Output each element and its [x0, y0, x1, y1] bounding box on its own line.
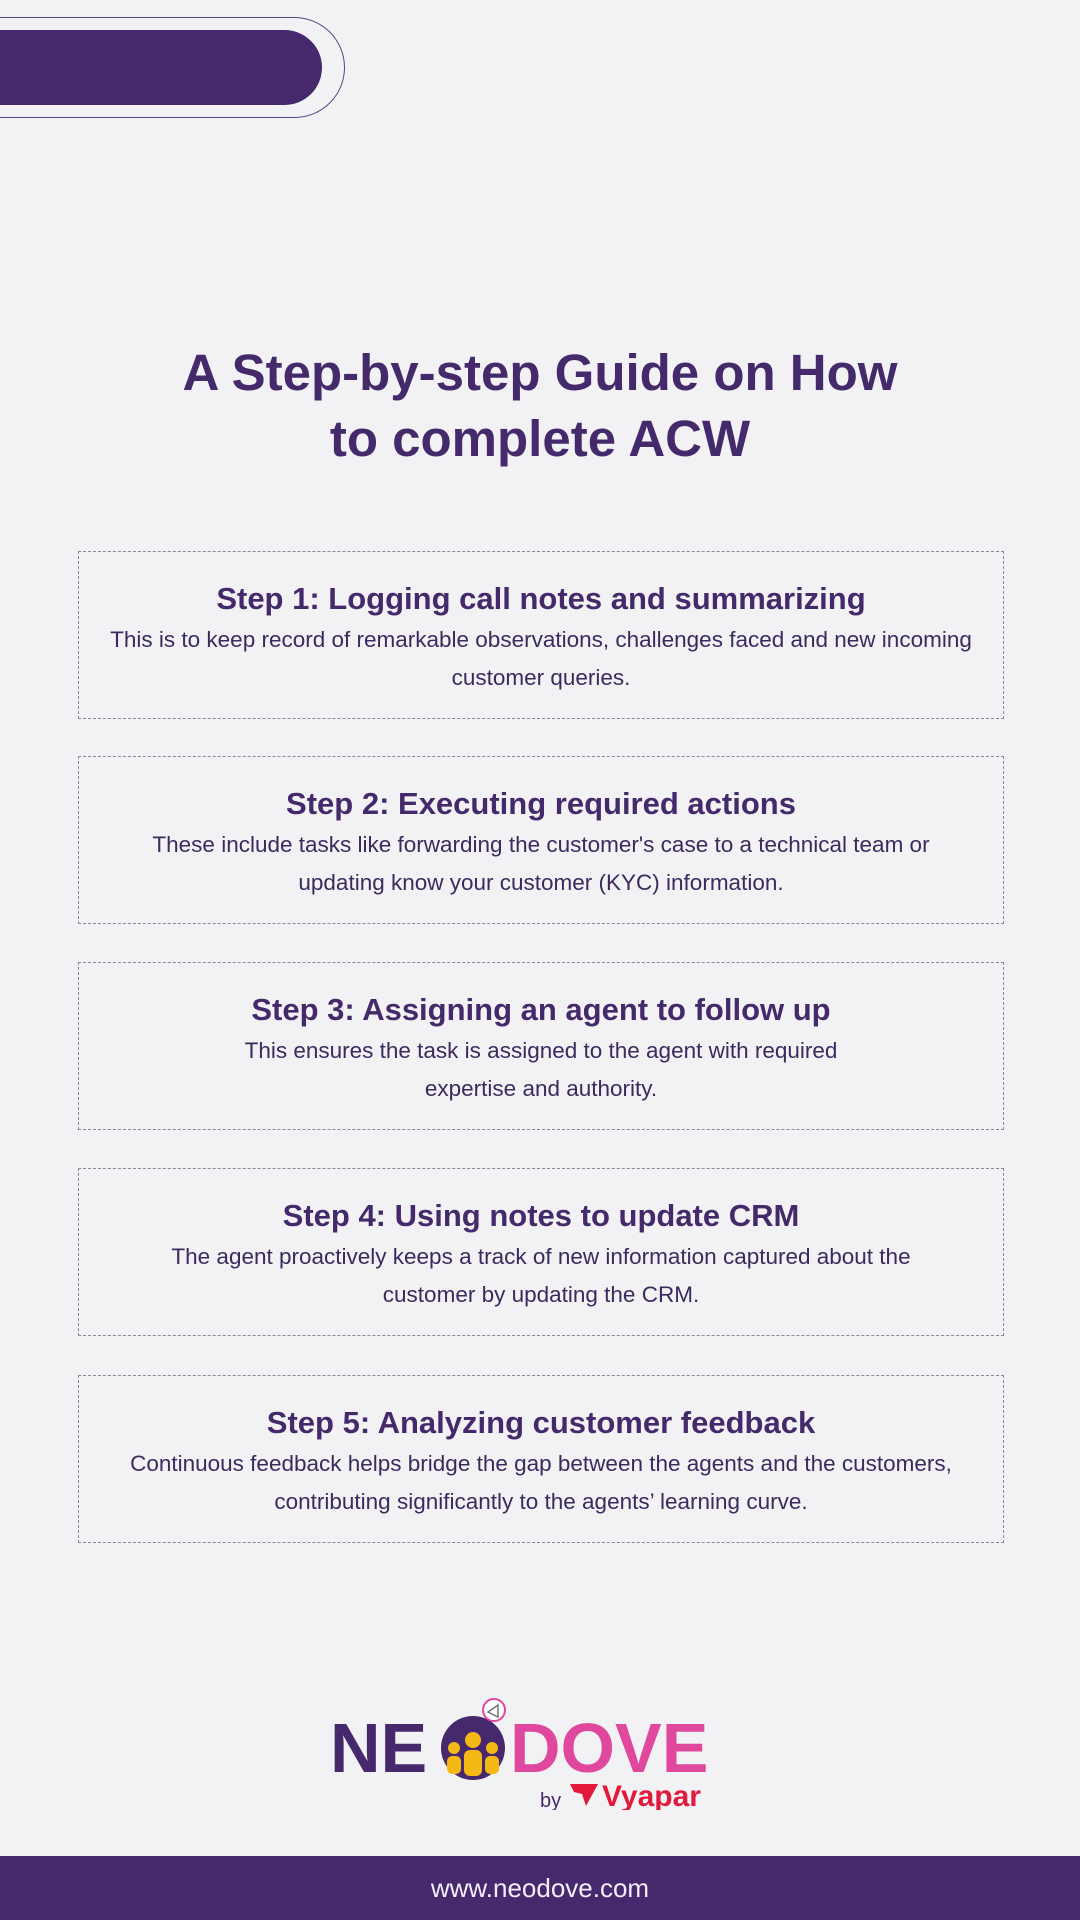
- logo-by-text: by: [540, 1790, 561, 1810]
- page-title: A Step-by-step Guide on How to complete …: [0, 340, 1080, 472]
- megaphone-icon: [482, 1698, 506, 1722]
- people-icon: [441, 1716, 505, 1780]
- step-body: This ensures the task is assigned to the…: [244, 1038, 838, 1101]
- step-heading: Step 1: Logging call notes and summarizi…: [216, 581, 866, 616]
- step-heading: Step 5: Analyzing customer feedback: [266, 1405, 816, 1440]
- step-body: The agent proactively keeps a track of n…: [171, 1244, 911, 1307]
- logo-dove-text: DOVE: [510, 1709, 708, 1787]
- logo-vyapar-text: Vyapar: [602, 1780, 701, 1810]
- step-heading: Step 3: Assigning an agent to follow up: [251, 992, 831, 1027]
- footer-bar: www.neodove.com: [0, 1856, 1080, 1920]
- step-card-2: Step 2: Executing required actions These…: [78, 756, 1004, 924]
- website-link[interactable]: www.neodove.com: [430, 1873, 650, 1903]
- decorative-pill: [0, 30, 322, 105]
- step-heading: Step 4: Using notes to update CRM: [282, 1198, 800, 1233]
- title-line-2: to complete ACW: [329, 410, 751, 467]
- step-card-5: Step 5: Analyzing customer feedback Cont…: [78, 1375, 1004, 1543]
- step-card-3: Step 3: Assigning an agent to follow up …: [78, 962, 1004, 1130]
- decorative-pill-outline: [0, 17, 345, 118]
- logo-neo-text: NE: [330, 1709, 427, 1787]
- neodove-logo: NE DOVE by Vyapar: [330, 1698, 708, 1810]
- vyapar-icon: [570, 1784, 598, 1806]
- step-card-4: Step 4: Using notes to update CRM The ag…: [78, 1168, 1004, 1336]
- title-line-1: A Step-by-step Guide on How: [182, 344, 898, 401]
- step-heading: Step 2: Executing required actions: [286, 786, 796, 821]
- step-body: These include tasks like forwarding the …: [152, 832, 930, 895]
- step-card-1: Step 1: Logging call notes and summarizi…: [78, 551, 1004, 719]
- step-body: Continuous feedback helps bridge the gap…: [130, 1451, 952, 1514]
- step-body: This is to keep record of remarkable obs…: [110, 627, 972, 690]
